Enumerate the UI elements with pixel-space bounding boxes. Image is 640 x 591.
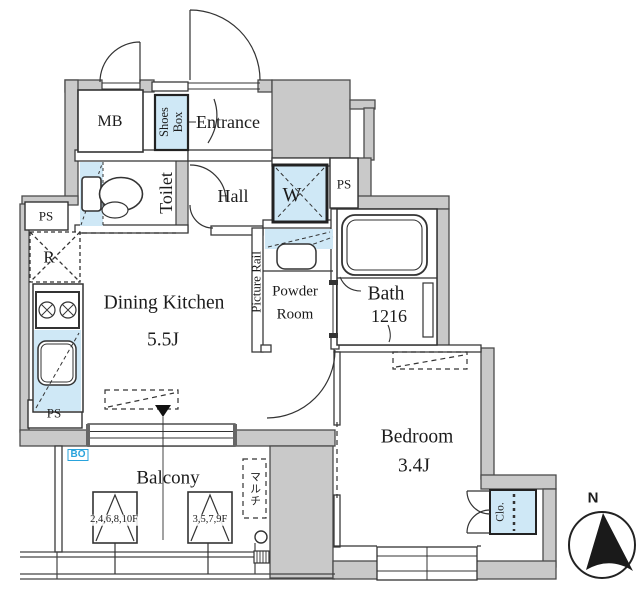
wall-bath-right bbox=[436, 208, 450, 350]
label-ps-bottom-left: PS bbox=[46, 405, 62, 421]
label-hatch-floors-left: 2,4,6,8,10F bbox=[89, 513, 139, 526]
entrance-inner-door bbox=[207, 98, 218, 144]
bath-counter bbox=[422, 282, 434, 338]
sink-icon bbox=[37, 340, 77, 386]
bath-leader-line bbox=[339, 276, 362, 292]
bo-badge: BO bbox=[67, 449, 89, 461]
label-picture-rail: Picture Rail bbox=[248, 251, 264, 313]
bathtub-icon bbox=[341, 214, 428, 276]
picture-rail-wall bbox=[251, 227, 264, 353]
label-toilet: Toilet bbox=[156, 172, 176, 214]
drain-circle bbox=[254, 530, 268, 544]
wall-bath-top bbox=[357, 195, 450, 210]
toilet-fixture bbox=[80, 162, 144, 226]
label-north: N bbox=[587, 489, 599, 507]
toilet-door-swing bbox=[189, 164, 227, 202]
ps-box-top-right bbox=[329, 157, 359, 209]
door-swings bbox=[99, 9, 491, 534]
mb-door-swing bbox=[99, 41, 141, 83]
label-shoes-box: Shoes Box bbox=[157, 107, 185, 137]
label-dk-size: 5.5J bbox=[147, 329, 179, 351]
stove-icon bbox=[35, 291, 80, 329]
dashed-annotations bbox=[82, 232, 468, 519]
balcony-left-wall bbox=[54, 445, 63, 553]
north-needle-icon bbox=[586, 513, 633, 571]
wall-bedroom-right-upper bbox=[480, 347, 495, 480]
label-bedroom: Bedroom bbox=[380, 426, 454, 448]
label-ps-top-right: PS bbox=[336, 176, 352, 192]
label-powder-room: Powder Room bbox=[272, 283, 318, 323]
label-bath-size: 1216 bbox=[371, 306, 407, 326]
label-bedroom-size: 3.4J bbox=[398, 455, 430, 477]
wall-column bbox=[269, 445, 334, 579]
label-entrance: Entrance bbox=[196, 112, 260, 132]
ac-marker-triangle bbox=[155, 405, 171, 417]
entrance-door-swing bbox=[189, 9, 261, 81]
balcony-rail-outer bbox=[20, 573, 335, 580]
hall-door-swing bbox=[189, 204, 214, 229]
label-multi-outlet: マルチ bbox=[248, 471, 261, 507]
label-balcony: Balcony bbox=[136, 467, 200, 489]
label-hall: Hall bbox=[217, 186, 249, 206]
wall-bedroom-step bbox=[480, 474, 557, 490]
washbasin-icon bbox=[276, 243, 317, 270]
closet-door-upper bbox=[466, 490, 491, 515]
label-meter-box: MB bbox=[97, 113, 123, 130]
bedroom-door-swing bbox=[266, 349, 336, 419]
toilet-tank-icon bbox=[81, 176, 102, 212]
multi-outlet-box bbox=[242, 458, 267, 519]
sills bbox=[102, 82, 260, 123]
ac-unit-bedroom bbox=[392, 351, 468, 370]
compass bbox=[568, 511, 636, 579]
wall-ne-b bbox=[363, 107, 375, 161]
label-bath: Bath bbox=[367, 283, 405, 305]
ps-box-top-left bbox=[24, 201, 69, 231]
structural-block bbox=[271, 79, 351, 159]
wall-bedroom-right-lower bbox=[542, 488, 557, 568]
label-ps-top-left: PS bbox=[38, 208, 54, 224]
wet-area bbox=[263, 167, 437, 343]
closet-door-lower bbox=[466, 509, 491, 534]
kitchen-unit bbox=[32, 283, 84, 413]
wall-ne-c bbox=[357, 157, 372, 199]
label-washer: W bbox=[282, 184, 302, 206]
wall-left-lower bbox=[19, 203, 30, 433]
label-hatch-floors-right: 3,5,7,9F bbox=[191, 513, 229, 526]
refrigerator-space bbox=[29, 231, 81, 283]
wall-toilet-hall bbox=[175, 157, 189, 233]
balcony-rail-inner bbox=[20, 551, 270, 558]
dk-balcony-window bbox=[87, 423, 236, 447]
label-dining-kitchen: Dining Kitchen bbox=[103, 292, 225, 314]
wall-left-upper bbox=[64, 79, 79, 205]
closet-box bbox=[489, 489, 537, 535]
wall-top-c bbox=[257, 79, 273, 93]
meter-box-room bbox=[77, 89, 144, 153]
drain-pipe-icon bbox=[253, 550, 270, 564]
ac-unit-dk bbox=[104, 389, 179, 410]
windows bbox=[86, 423, 481, 581]
wall-ne-a bbox=[349, 99, 376, 110]
label-refrigerator: R bbox=[43, 247, 55, 267]
label-closet: Clo. bbox=[494, 502, 507, 522]
shoes-box bbox=[153, 93, 190, 152]
